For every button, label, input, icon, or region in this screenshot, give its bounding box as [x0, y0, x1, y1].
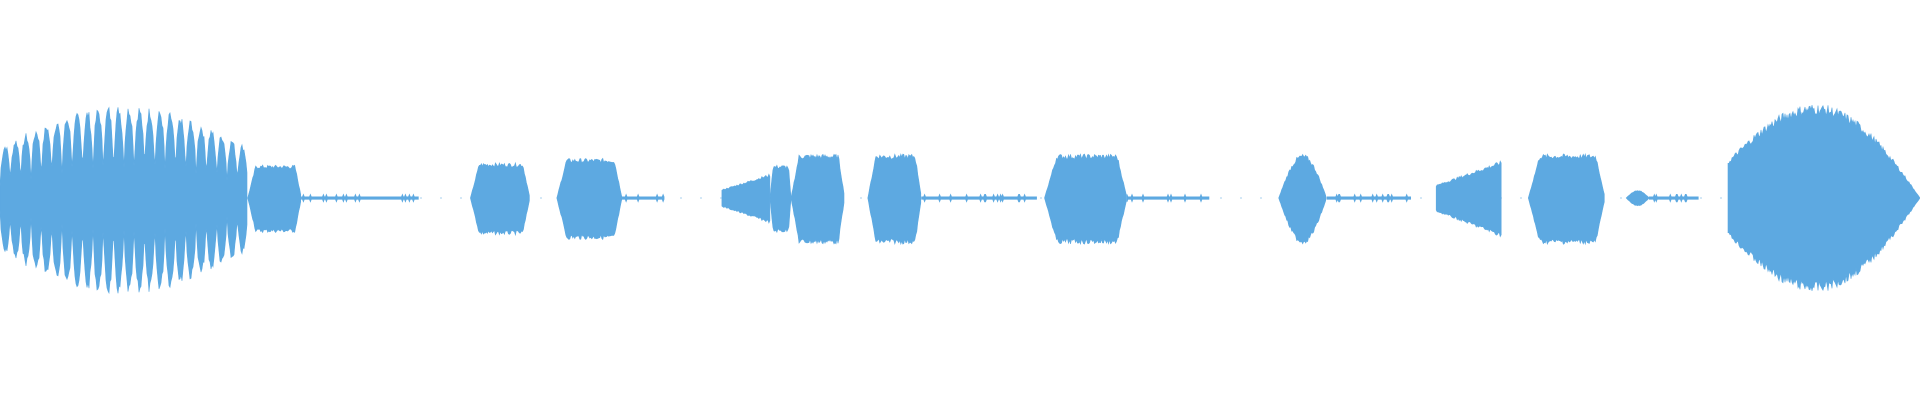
waveform-segment-hiss-5 — [621, 193, 665, 203]
waveform-segment-hiss-14 — [1326, 193, 1411, 203]
waveform-segment-burst-9 — [867, 153, 922, 246]
waveform-segments — [0, 104, 1920, 295]
waveform-segment-hiss-18 — [1649, 193, 1699, 203]
waveform-segment-hiss-2 — [301, 193, 419, 203]
waveform-segment-burst-1 — [247, 164, 301, 234]
waveform-segment-hiss-10 — [921, 193, 1037, 203]
waveform-segment-spike-13 — [1278, 153, 1326, 245]
waveform-segment-swell-19 — [1727, 104, 1920, 292]
waveform-segment-ramp-15 — [1435, 160, 1502, 238]
waveform-segment-hiss-12 — [1126, 193, 1210, 203]
waveform-segment-burst-3 — [470, 161, 530, 237]
waveform-segment-burst-4 — [556, 157, 623, 241]
waveform-segment-burst-8 — [790, 153, 845, 245]
waveform-segment-burst-7 — [769, 164, 792, 234]
waveform-segment-ramp-6 — [721, 173, 771, 224]
waveform-segment-burst-16 — [1527, 153, 1605, 246]
waveform-segment-tone-0 — [0, 106, 248, 295]
waveform-segment-dot-17 — [1625, 190, 1650, 207]
waveform-segment-burst-11 — [1044, 153, 1127, 245]
